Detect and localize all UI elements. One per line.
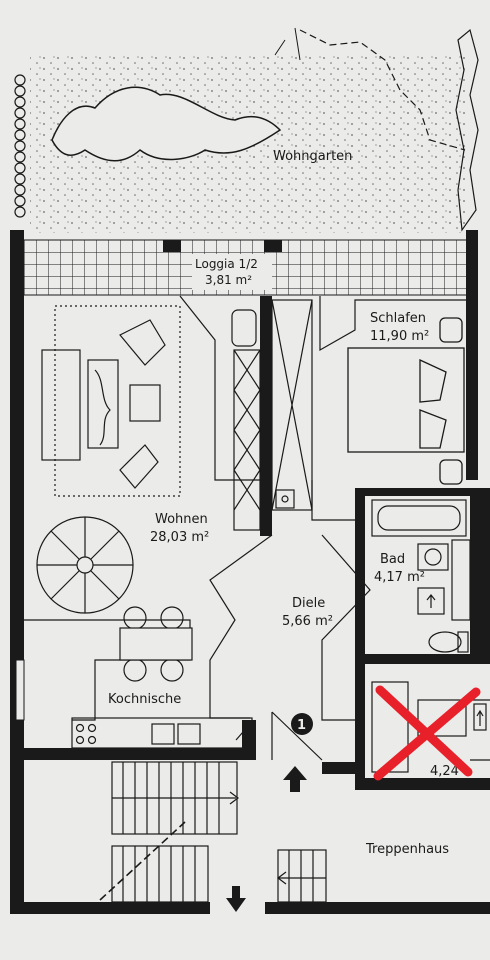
living-area: 28,03 m² bbox=[150, 530, 209, 545]
entrance-marker bbox=[291, 713, 313, 735]
wardrobe bbox=[231, 299, 313, 531]
garden-label: Wohngarten bbox=[273, 149, 352, 164]
entrance-arrow bbox=[283, 766, 307, 792]
garden-area bbox=[14, 27, 479, 233]
hall-area: 5,66 m² bbox=[282, 614, 333, 629]
living-label: Wohnen bbox=[155, 512, 208, 527]
kitchen-furniture bbox=[71, 606, 253, 749]
bath-fixtures bbox=[371, 499, 471, 653]
entrance-door bbox=[271, 711, 323, 761]
interior-walls bbox=[24, 296, 490, 790]
loggia-area: 3,81 m² bbox=[205, 273, 252, 287]
window-left bbox=[15, 659, 25, 721]
crossed-room bbox=[371, 681, 490, 773]
stairwell-label: Treppenhaus bbox=[365, 842, 449, 857]
stairwell-stairs bbox=[99, 761, 327, 903]
bed bbox=[347, 317, 465, 485]
bedroom-area: 11,90 m² bbox=[370, 329, 429, 344]
bedroom-label: Schlafen bbox=[370, 311, 426, 326]
hedge-circles bbox=[14, 74, 26, 218]
crossed-room-area: 4,24 bbox=[430, 764, 459, 779]
exterior-walls bbox=[10, 230, 490, 914]
bath-area: 4,17 m² bbox=[374, 570, 425, 585]
spiral-staircase bbox=[36, 516, 134, 614]
loggia-label: Loggia 1/2 bbox=[195, 257, 258, 271]
hall-label: Diele bbox=[292, 596, 325, 611]
red-cross-mark bbox=[373, 685, 481, 781]
stair-down-arrow bbox=[226, 886, 246, 912]
living-furniture bbox=[36, 305, 181, 614]
bath-label: Bad bbox=[380, 552, 405, 567]
entrance-number: 1 bbox=[297, 718, 306, 733]
kitchen-label: Kochnische bbox=[108, 692, 181, 707]
